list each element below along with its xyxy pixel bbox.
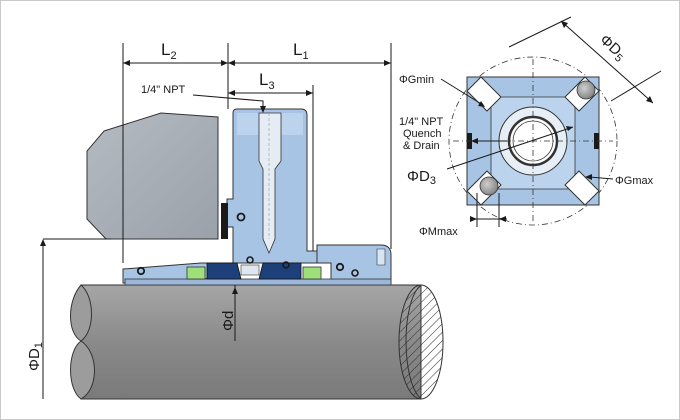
label-l2: L2 (161, 40, 177, 62)
dimension-lines (40, 43, 392, 399)
label-mmax: ΦMmax (419, 226, 458, 238)
label-d: Φd (220, 311, 237, 331)
pump-housing (86, 112, 219, 240)
label-gmax: ΦGmax (615, 175, 654, 187)
bolt-top-right (576, 80, 596, 100)
label-npt: 1/4" NPT (141, 84, 186, 96)
label-quench-line1: 1/4" NPT (399, 116, 444, 128)
label-l3: L3 (259, 70, 275, 92)
label-d5: ΦD5 (595, 31, 629, 64)
shaft (70, 284, 444, 400)
end-view (440, 16, 662, 227)
label-gmin: ΦGmin (399, 74, 434, 86)
label-d3: ΦD3 (407, 168, 436, 187)
label-quench-line2: Quench (403, 128, 442, 140)
seal-gland (122, 108, 392, 286)
label-d1: ΦD1 (26, 342, 45, 371)
label-l1: L1 (293, 40, 309, 62)
bolt-bottom-left (479, 176, 499, 196)
label-quench-line3: & Drain (403, 140, 440, 152)
